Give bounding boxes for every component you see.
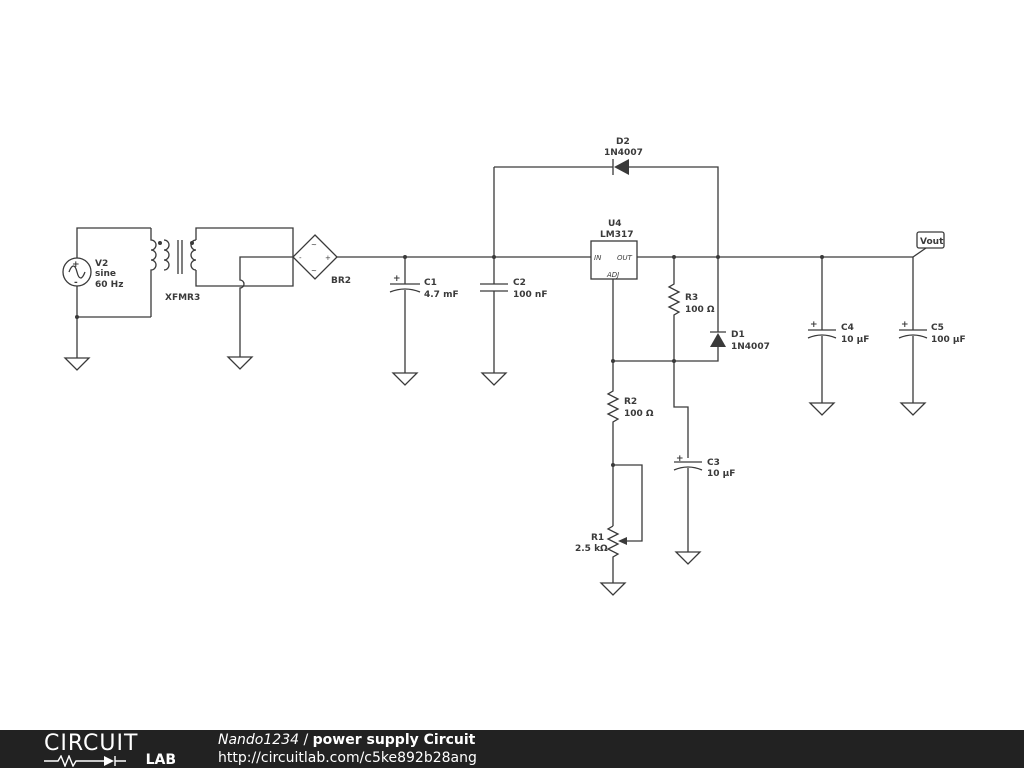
title-separator: / xyxy=(299,732,313,748)
bridge-rectifier-br2[interactable]: ~ ~ - + BR2 xyxy=(226,234,351,370)
c5-polarity: + xyxy=(901,320,909,330)
c2-ref: C2 xyxy=(513,278,526,288)
capacitor-c2[interactable]: C2 100 nF xyxy=(480,167,547,386)
resistor-r3[interactable]: R3 100 Ω xyxy=(667,257,715,458)
r3-value: 100 Ω xyxy=(685,305,715,315)
diode-d2[interactable]: D2 1N4007 xyxy=(494,137,719,257)
schematic-canvas: + - V2 sine 60 Hz XFMR3 ~ ~ - + BR2 xyxy=(62,137,966,596)
regulator-u4[interactable]: IN OUT ADJ U4 LM317 xyxy=(590,219,638,280)
project-url[interactable]: http://circuitlab.com/c5ke892b28ang xyxy=(218,750,477,766)
c5-ref: C5 xyxy=(931,323,944,333)
footer-title-line: Nando1234 / power supply Circuit xyxy=(218,731,477,749)
capacitor-c1[interactable]: + C1 4.7 mF xyxy=(389,257,459,386)
u4-pin-adj: ADJ xyxy=(606,271,619,279)
diode-d1[interactable]: D1 1N4007 xyxy=(613,257,770,362)
c1-polarity: + xyxy=(393,274,401,284)
r2-ref: R2 xyxy=(624,397,637,407)
u4-pin-out: OUT xyxy=(617,254,633,262)
u4-part: LM317 xyxy=(600,230,633,240)
c3-polarity: + xyxy=(676,454,684,464)
c1-value: 4.7 mF xyxy=(424,290,459,300)
br2-plus: + xyxy=(325,254,331,262)
d2-part: 1N4007 xyxy=(604,148,643,158)
c3-ref: C3 xyxy=(707,458,720,468)
vout-net-label[interactable]: Vout xyxy=(912,231,945,258)
xfmr3-ref: XFMR3 xyxy=(165,293,200,303)
vout-label: Vout xyxy=(920,237,944,247)
capacitor-c3[interactable]: + C3 10 µF xyxy=(673,454,735,565)
v2-ref: V2 xyxy=(95,259,108,269)
transformer-xfmr3[interactable]: XFMR3 xyxy=(150,227,294,317)
logo-waveform-icon xyxy=(44,755,126,767)
c2-value: 100 nF xyxy=(513,290,547,300)
r1-ref: R1 xyxy=(591,533,604,543)
c4-polarity: + xyxy=(810,320,818,330)
r2-value: 100 Ω xyxy=(624,409,654,419)
br2-minus: - xyxy=(299,254,302,262)
c5-value: 100 µF xyxy=(931,335,966,345)
potentiometer-r1[interactable]: R1 2.5 kΩ xyxy=(575,464,643,596)
v2-frequency: 60 Hz xyxy=(95,280,123,290)
c3-value: 10 µF xyxy=(707,469,735,479)
c4-ref: C4 xyxy=(841,323,854,333)
capacitor-c4[interactable]: + C4 10 µF xyxy=(807,257,869,416)
c4-value: 10 µF xyxy=(841,335,869,345)
v2-plus-sign: + xyxy=(72,260,80,270)
capacitor-c5[interactable]: + C5 100 µF xyxy=(898,257,966,416)
circuitlab-logo[interactable]: CIRCUIT LAB xyxy=(44,733,176,767)
footer-bar: CIRCUIT LAB Nando1234 / power supply Cir… xyxy=(0,730,1024,768)
d1-ref: D1 xyxy=(731,330,745,340)
v2-type: sine xyxy=(95,269,116,279)
source-v2[interactable]: + - V2 sine 60 Hz xyxy=(62,227,151,371)
c1-ref: C1 xyxy=(424,278,437,288)
br2-ref: BR2 xyxy=(331,276,351,286)
v2-minus-sign: - xyxy=(74,278,78,288)
project-title[interactable]: power supply Circuit xyxy=(312,732,476,748)
r3-ref: R3 xyxy=(685,293,698,303)
logo-lab-text: LAB xyxy=(145,752,176,768)
br2-ac-top: ~ xyxy=(311,241,317,249)
author-name[interactable]: Nando1234 xyxy=(218,732,300,748)
u4-pin-in: IN xyxy=(594,254,602,262)
resistor-r2[interactable]: R2 100 Ω xyxy=(606,279,654,526)
br2-ac-bottom: ~ xyxy=(311,267,317,275)
d1-part: 1N4007 xyxy=(731,342,770,352)
d2-ref: D2 xyxy=(616,137,630,147)
r1-value: 2.5 kΩ xyxy=(575,544,608,554)
logo-circuit-text: CIRCUIT xyxy=(44,731,139,756)
u4-ref: U4 xyxy=(608,219,622,229)
